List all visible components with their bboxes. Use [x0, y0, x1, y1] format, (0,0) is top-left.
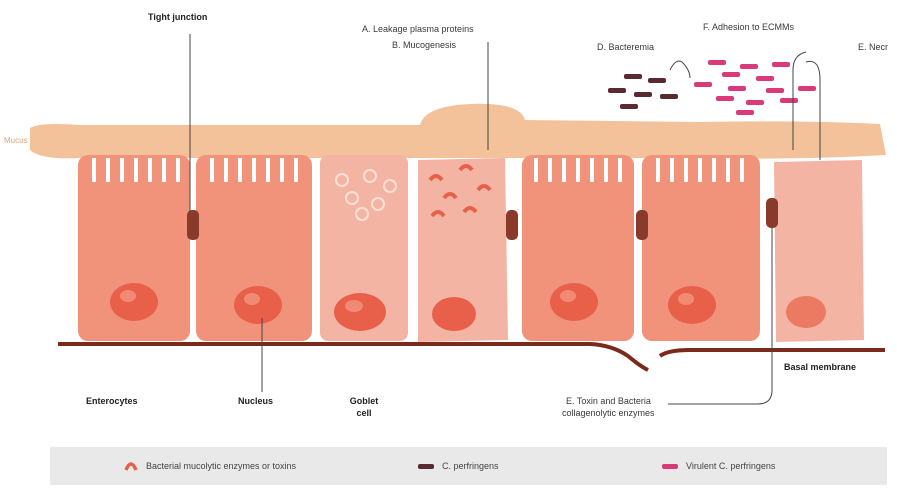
nucleus: [668, 286, 716, 324]
microvillus: [712, 158, 716, 182]
microvillus: [698, 158, 702, 182]
microvillus: [92, 158, 96, 182]
microvillus: [252, 158, 256, 182]
microvillus: [280, 158, 284, 182]
microvillus: [210, 158, 214, 182]
tight-junction-label: Tight junction: [148, 12, 207, 23]
nucleus: [432, 297, 476, 331]
microvillus: [740, 158, 744, 182]
enzyme-arc-icon: [124, 460, 138, 472]
legend: Bacterial mucolytic enzymes or toxins C.…: [50, 447, 887, 485]
enterocyte-cell-5: [522, 155, 634, 341]
bacteremia-label: D. Bacteremia: [597, 42, 654, 53]
toxin-label-line1: E. Toxin and Bacteria: [566, 396, 651, 407]
microvillus: [726, 158, 730, 182]
microvillus: [656, 158, 660, 182]
basal-membrane-label: Basal membrane: [784, 362, 856, 373]
microvillus: [224, 158, 228, 182]
microvillus: [266, 158, 270, 182]
microvillus: [120, 158, 124, 182]
legend-label: C. perfringens: [442, 461, 499, 471]
microvillus: [134, 158, 138, 182]
microvillus: [604, 158, 608, 182]
legend-item-c-perfringens: C. perfringens: [418, 447, 499, 485]
nucleus: [550, 283, 598, 321]
legend-label: Virulent C. perfringens: [686, 461, 775, 471]
microvillus: [176, 158, 180, 182]
virulent-bacteria: [694, 60, 816, 115]
mucus-label: Mucus: [4, 135, 28, 146]
enterocytes-label: Enterocytes: [86, 396, 138, 407]
virulent-bacteria-bar-icon: [662, 462, 678, 470]
nucleus: [234, 286, 282, 324]
microvillus: [670, 158, 674, 182]
enterocyte-cell-2: [196, 155, 312, 341]
c-perfringens-bacteria: [608, 74, 678, 109]
microvillus: [618, 158, 622, 182]
microvillus: [106, 158, 110, 182]
nucleus-label: Nucleus: [238, 396, 273, 407]
mucogenesis-label: B. Mucogenesis: [392, 40, 456, 51]
legend-item-toxins: Bacterial mucolytic enzymes or toxins: [124, 447, 296, 485]
tight-junction: [506, 210, 518, 240]
goblet-cell: [320, 155, 408, 341]
goblet-cell-label-line1: Goblet: [350, 396, 379, 407]
microvillus: [562, 158, 566, 182]
nucleus: [110, 283, 158, 321]
tight-junction: [636, 210, 648, 240]
enterocyte-cell-1: [78, 155, 190, 341]
microvillus: [548, 158, 552, 182]
microvillus: [576, 158, 580, 182]
microvillus: [238, 158, 242, 182]
bacteria-bar-icon: [418, 462, 434, 470]
basal-membrane: [58, 344, 885, 370]
microvillus: [294, 158, 298, 182]
tight-junction: [766, 198, 778, 228]
damaged-cell: [418, 158, 508, 342]
tight-junction: [187, 210, 199, 240]
microvillus: [148, 158, 152, 182]
toxin-label-line2: collagenolytic enzymes: [562, 408, 655, 419]
goblet-cell-label-line2: cell: [356, 408, 371, 419]
nucleus: [786, 296, 826, 328]
mucus-layer: [30, 104, 886, 159]
necrotic-cell: [774, 160, 864, 342]
microvillus: [162, 158, 166, 182]
enterocyte-cell-6: [642, 155, 760, 341]
legend-item-virulent: Virulent C. perfringens: [662, 447, 775, 485]
leakage-label: A. Leakage plasma proteins: [362, 24, 474, 35]
nucleus: [334, 293, 386, 331]
microvillus: [590, 158, 594, 182]
adhesion-label: F. Adhesion to ECMMs: [703, 22, 794, 33]
legend-label: Bacterial mucolytic enzymes or toxins: [146, 461, 296, 471]
microvillus: [684, 158, 688, 182]
microvillus: [534, 158, 538, 182]
necrosis-label: E. Necr: [858, 42, 888, 53]
